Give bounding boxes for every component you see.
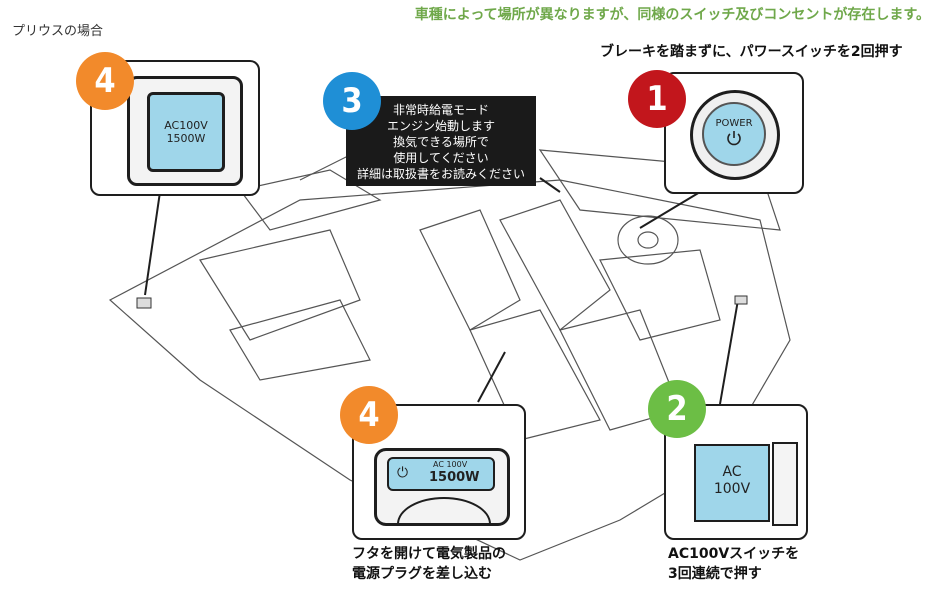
ac-switch-line1: AC [722,464,742,480]
ac-switch-line2: 100V [713,481,751,497]
adjacent-switch [772,442,798,526]
power-button-label: POWER [715,118,753,129]
plug-icon: ⏻ [397,465,409,481]
outlet-callout-bottom: ⏻ AC 100V 1500W [352,404,526,540]
power-button[interactable]: POWER [702,102,766,166]
outlet-label-line2: 1500W [166,132,206,145]
outlet-panel: ⏻ AC 100V 1500W [374,448,510,526]
emergency-mode-display: 非常時給電モード エンジン始動します 換気できる場所で 使用してください 詳細は… [346,96,536,186]
outlet-spec-line1: AC 100V [433,460,468,469]
outlet-arc [397,497,491,523]
outlet-cover: AC100V 1500W [147,92,225,172]
outlet-callout-top: AC100V 1500W [90,60,260,196]
power-instruction: ブレーキを踏まずに、パワースイッチを2回押す [600,44,903,60]
model-label: プリウスの場合 [12,24,104,39]
step-badge-4-top: 4 [76,52,134,110]
display-line-1: 非常時給電モード [392,103,489,117]
step-badge-4-bottom: 4 [340,386,398,444]
power-icon [727,131,741,146]
ac-switch-caption-1: AC100Vスイッチを [668,546,800,562]
step-badge-2: 2 [648,380,706,438]
ac-switch-callout: AC 100V [664,404,808,540]
header-note: 車種によって場所が異なりますが、同様のスイッチ及びコンセントが存在します。 [414,7,930,23]
power-callout: POWER [664,72,804,194]
ac100v-switch[interactable]: AC 100V [694,444,770,522]
outlet-caption-2: 電源プラグを差し込む [352,566,492,582]
display-line-5: 詳細は取扱書をお読みください [356,167,525,181]
display-line-3: 換気できる場所で [393,135,489,149]
step-badge-3: 3 [323,72,381,130]
outlet-spec-line2: 1500W [429,470,480,485]
outlet-lid[interactable]: ⏻ AC 100V 1500W [387,457,495,491]
ac-switch-caption-2: 3回連続で押す [668,566,762,582]
display-line-2: エンジン始動します [386,119,495,133]
step-badge-1: 1 [628,70,686,128]
outlet-label-line1: AC100V [164,119,208,132]
outlet-caption-1: フタを開けて電気製品の [352,546,506,562]
display-line-4: 使用してください [393,151,489,165]
